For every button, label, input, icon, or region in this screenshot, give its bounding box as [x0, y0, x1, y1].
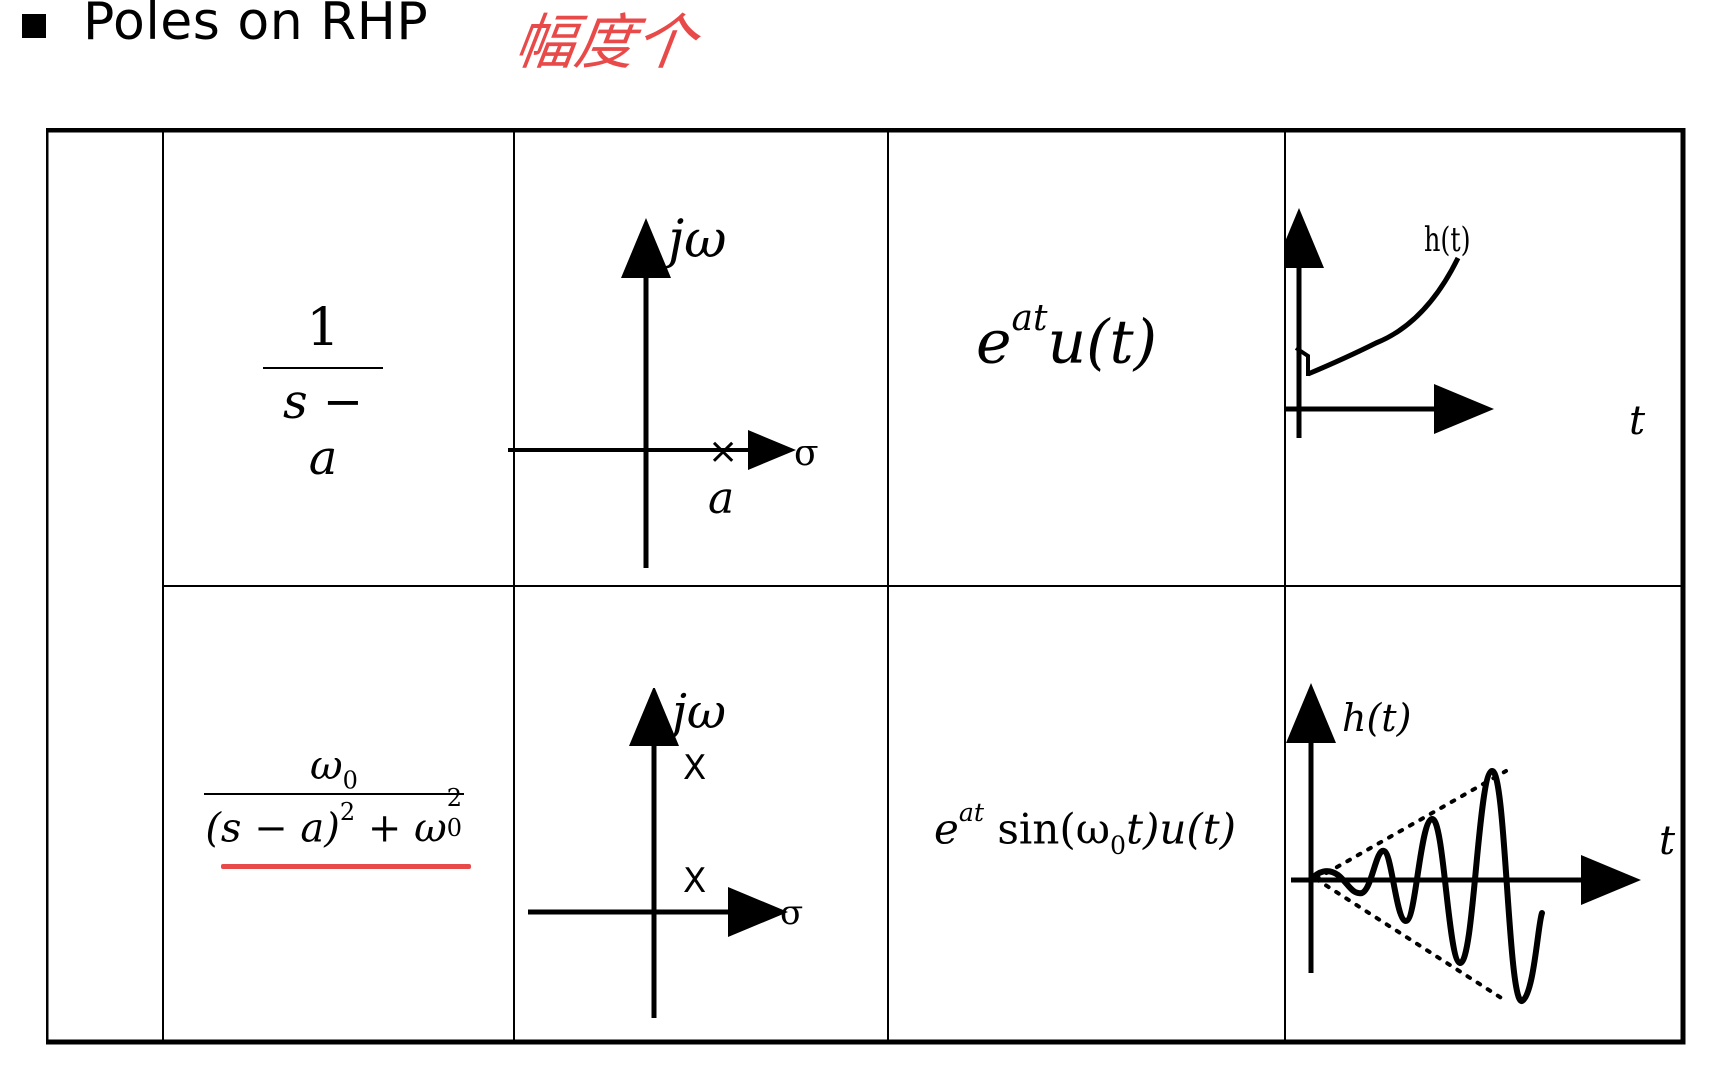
row1-pole-plot: × [508, 218, 796, 568]
row1-plot-xlabel: t [1629, 398, 1646, 444]
row2-time-sin: sin(ω [984, 804, 1111, 854]
row2-axis-v-label: jω [672, 684, 727, 740]
row2-tf-den-sup1: 2 [339, 798, 356, 826]
row2-tf-num-sub: 0 [342, 766, 358, 795]
bullet-square [22, 14, 46, 38]
row1-time-rest: u(t) [1047, 307, 1158, 378]
row2-pole-top: X [683, 748, 707, 788]
row1-tf-denominator: s − a [282, 374, 364, 486]
row2-response-plot [1286, 683, 1641, 1005]
row1-transfer-function: 1 s − a [263, 298, 383, 486]
row2-plot-xlabel: t [1659, 818, 1676, 864]
row1-time-function: eatu(t) [976, 298, 1157, 377]
row1-axis-v-label: jω [668, 210, 727, 270]
row1-pole-label: a [708, 473, 735, 524]
slide-heading: Poles on RHP [83, 0, 429, 52]
row2-tf-bar [204, 793, 464, 795]
row2-time-sub: 0 [1110, 830, 1127, 860]
row2-tf-den-sub: 0 [446, 813, 462, 842]
row2-tf-den-sup2: 2 [446, 783, 462, 812]
row1-tf-bar [263, 367, 383, 369]
row2-axis-h-label: σ [780, 893, 804, 933]
row1-time-exponent: at [1011, 298, 1048, 339]
row1-time-base: e [976, 307, 1012, 378]
row2-tf-num-omega: ω [310, 743, 343, 789]
row2-time-base: e [934, 804, 959, 854]
row2-time-function: eat sin(ω0t)u(t) [934, 798, 1236, 860]
row2-pole-bottom: X [683, 861, 707, 901]
row2-plot-ylabel: h(t) [1342, 696, 1412, 740]
row2-tf-den-b: + ω [355, 805, 447, 852]
pole-table: 1 s − a × jω σ a eatu(t) h(t) t [46, 128, 1686, 1046]
row2-tf-red-underline [221, 864, 471, 869]
row1-plot-ylabel: h(t) [1424, 220, 1471, 260]
row2-tf-den-a: (s − a) [205, 805, 340, 852]
row1-pole-cross: × [708, 431, 738, 472]
table-grid [46, 128, 1686, 1045]
row2-tf-numerator: ω0 [204, 743, 464, 795]
row1-response-plot [1286, 208, 1494, 438]
row1-tf-numerator: 1 [306, 298, 340, 358]
handwritten-annotation: 幅度个 [510, 8, 701, 78]
row2-time-exponent: at [958, 798, 984, 827]
row2-time-rest: t)u(t) [1126, 804, 1237, 854]
row1-axis-h-label: σ [794, 433, 819, 474]
row2-pole-plot [528, 688, 788, 1018]
